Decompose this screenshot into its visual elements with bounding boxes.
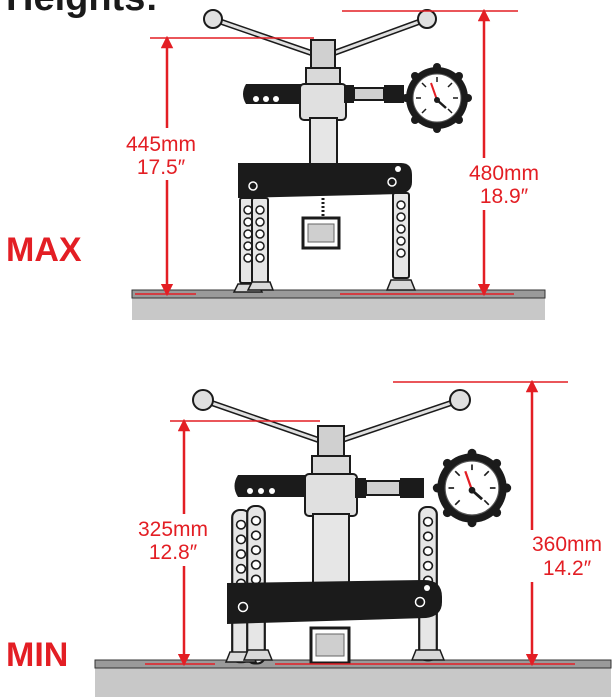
screw-top: [310, 39, 336, 71]
side-grip: [243, 84, 304, 104]
pressure-gauge-icon: [431, 447, 513, 529]
page-title: Heights:: [6, 0, 158, 19]
handle-knob-left: [203, 9, 223, 29]
floor-surface: [131, 289, 546, 299]
max-right-dim-inch: 18.9″: [480, 185, 529, 208]
floor-base: [95, 666, 611, 697]
handle-knob-right: [417, 9, 437, 29]
min-right-dim-mm: 360mm: [532, 533, 602, 556]
base-plate: [238, 163, 412, 198]
max-left-dim-inch: 17.5″: [137, 156, 186, 179]
max-left-dim-mm: 445mm: [126, 133, 196, 156]
piston-cylinder: [309, 117, 338, 169]
max-right-dim-mm: 480mm: [469, 162, 539, 185]
floor-base: [132, 296, 545, 320]
handle-knob-right: [449, 389, 471, 411]
max-label: MAX: [6, 231, 82, 269]
max-section: 445mm 17.5″ 480mm 18.9″ MAX: [6, 8, 546, 320]
pressure-gauge-icon: [400, 61, 474, 135]
min-left-dim-mm: 325mm: [138, 518, 208, 541]
pump-head: [304, 473, 358, 517]
min-right-dim-inch: 14.2″: [543, 557, 592, 580]
min-left-dim-inch: 12.8″: [149, 541, 198, 564]
min-section: 325mm 12.8″ 360mm 14.2″ MIN: [6, 379, 612, 697]
hose-fitting: [365, 480, 401, 496]
handle-knob-left: [192, 389, 214, 411]
base-plate: [227, 580, 442, 624]
piston-cylinder: [312, 513, 350, 585]
pump-head: [299, 83, 347, 121]
screw-top: [317, 425, 345, 459]
leg-right: [392, 192, 410, 279]
leg-left-front: [251, 197, 269, 284]
hose-fitting: [353, 87, 385, 101]
min-label: MIN: [6, 636, 68, 674]
